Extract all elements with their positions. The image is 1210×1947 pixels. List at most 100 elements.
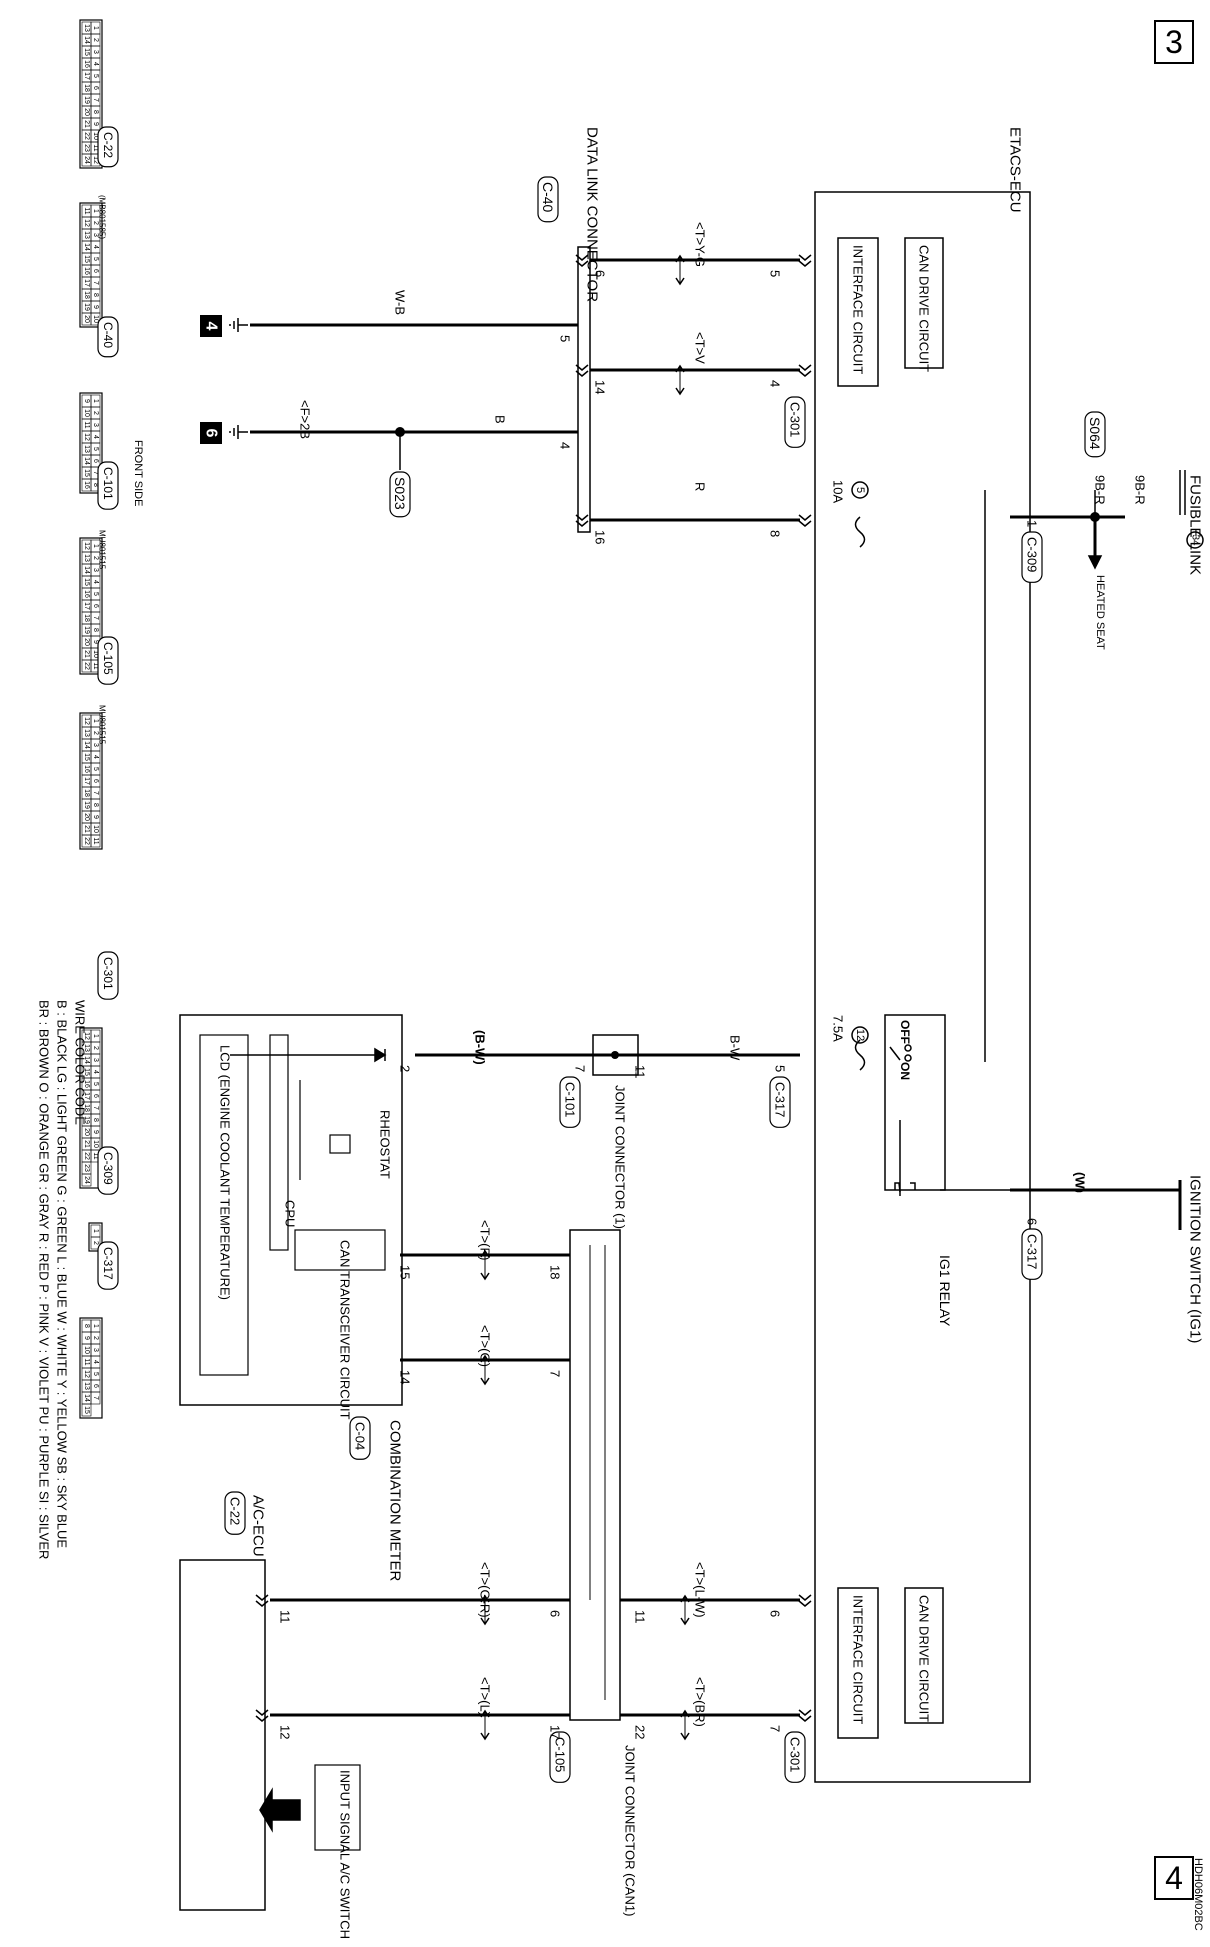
face-c301-pin: 16 [83,1080,90,1088]
can-drive-label-bottom: CAN DRIVE CIRCUIT [917,1595,932,1722]
face-c301-pin: 23 [83,1164,90,1172]
face-c301-pin: 1 [92,1034,99,1038]
face-c40-pin: 6 [92,459,99,463]
face-c04-cell [81,153,92,167]
face-c04-pin: 14 [83,36,90,44]
face-c22-pin: 18 [83,291,90,299]
face-c105-pin: 17 [83,777,90,785]
face-c101-pin: 14 [83,566,90,574]
can-drive-label-top: CAN DRIVE CIRCUIT [917,245,932,372]
pin-ac-tgr: 11 [278,1610,293,1624]
face-c04-pin: 10 [92,132,99,140]
face-c22-pin: 14 [83,243,90,251]
face-c22-pin: 9 [92,305,99,309]
face-c105-pin: 10 [92,825,99,833]
heated-seat-arrow [1087,555,1103,570]
fuse-5-circle [851,481,869,499]
wire-label-bw-par: (B-W) [473,1030,488,1065]
face-c309-cell [90,1236,101,1250]
face-c22-pin: 11 [83,207,90,214]
face-c301-pin: 5 [92,1082,99,1086]
face-c105-pin: 11 [92,837,99,844]
wire-label-tp: <T>(P) [478,1220,493,1260]
chev-ecu-tbr [798,1715,812,1722]
wire-label-tg: <T>(G) [478,1325,493,1367]
face-c105-pin: 6 [92,779,99,783]
c105-tag-j: C-105 [553,1737,568,1772]
interface-box-top [837,237,879,387]
wire-label-tbr: <T>(BR) [693,1677,708,1727]
face-c317-pin: 4 [92,1360,99,1364]
chev-dlc-r [575,520,589,527]
face-c04-pin: 16 [83,60,90,68]
face-c04-pin: 2 [92,38,99,42]
face-c317-pin: 2 [92,1336,99,1340]
c309-tag-a: C-309 [1025,537,1040,572]
face-c101-pin: 11 [92,662,99,669]
c317-tag-a-frame [1021,1228,1043,1280]
face-c22-outline [79,202,103,328]
face-c105-pin: 19 [83,801,90,809]
chev-ecu-r [798,520,812,527]
s064-tag-frame [1084,411,1106,458]
face-c101-pin: 6 [92,604,99,608]
face-c105-tag-frame [97,636,119,685]
face-c317-outline [79,1317,103,1419]
face-c22-pin: 3 [92,233,99,237]
wire-label-w: (W) [1073,1172,1088,1193]
face-c317-pin: 9 [83,1336,90,1340]
cpu-box [269,1034,289,1251]
legend-row1: B : BLACK LG : LIGHT GREEN G : GREEN L :… [55,1000,70,1548]
interface-box-bottom [837,1587,879,1739]
can-arrow-tl [480,1709,490,1718]
face-c301-pin: 18 [83,1104,90,1112]
face-c40-pin: 13 [83,445,90,453]
s064-tag: S064 [1087,417,1103,450]
can-arrow-tyg [675,277,685,286]
can-arrow-tl [480,1732,490,1741]
s023-tag-frame [389,471,411,518]
page-number-bottom: 4 [1154,1856,1194,1900]
face-c04-pin: 8 [92,110,99,114]
can-drive-box-bottom [904,1587,944,1724]
rheostat-label: RHEOSTAT [378,1110,393,1179]
face-c309-pin: 1 [92,1229,99,1233]
c22-tag-frame [224,1491,246,1535]
wire-label-tyg: <T>Y-G [693,222,708,267]
face-c309-tag: C-309 [101,1152,115,1185]
face-c301-pin: 9 [92,1130,99,1134]
can-arrow-tgr [480,1617,490,1626]
ig1-relay-box [884,1014,946,1191]
face-c101-pin: 5 [92,592,99,596]
face-c105-pin: 14 [83,741,90,749]
c04-tag-frame [349,1416,371,1460]
face-c301-pin: 15 [83,1068,90,1076]
face-c317-pin: 12 [83,1370,90,1378]
face-c40-pin: 16 [83,481,90,489]
c40-tag-frame [537,176,559,223]
ground-6-tag [200,422,222,444]
chev-dlc-tyg [575,254,589,261]
wire-label-9b-r-top: 9B-R [1133,475,1148,505]
face-c105-pin: 2 [92,731,99,735]
face-c101-pin: 12 [83,542,90,550]
c301-tag-a: C-301 [788,402,803,437]
interface-label-top: INTERFACE CIRCUIT [851,245,866,374]
face-c309-pin: 2 [92,1241,99,1245]
c101-tag-j-frame [559,1076,581,1128]
face-c105-pin: 15 [83,753,90,761]
pin-dlc-4: 4 [558,442,573,449]
rheostat-box [329,1134,351,1154]
fuse-5 [854,516,866,548]
face-c04-pin: 20 [83,108,90,116]
pin-ecu-5b: 5 [773,1065,788,1072]
face-c101-pin: 16 [83,590,90,598]
face-c105-pin: 12 [83,717,90,725]
face-c105-pin: 1 [92,719,99,723]
face-c317-pin: 10 [83,1346,90,1354]
face-c101-pin: 17 [83,602,90,610]
face-c04-pin: 5 [92,74,99,78]
face-c04-pin: 22 [83,132,90,140]
chev-dlc-tv [575,370,589,377]
